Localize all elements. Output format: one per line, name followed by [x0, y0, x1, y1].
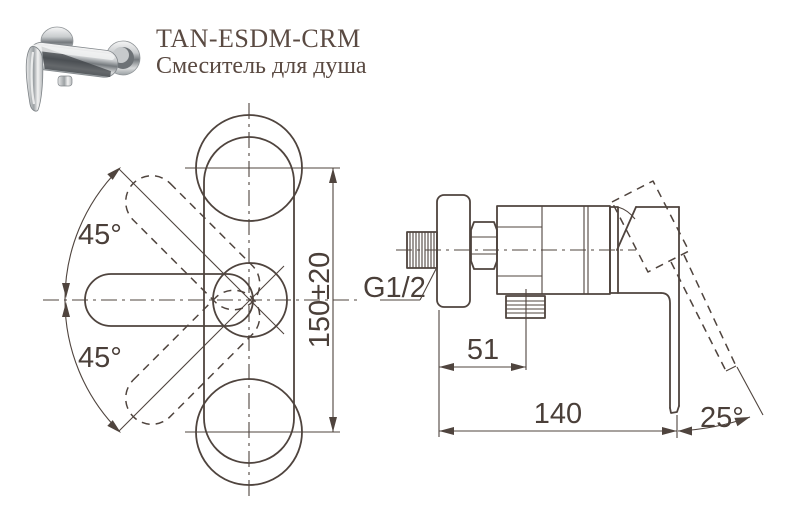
dim-arrow [511, 363, 526, 371]
ray-lower-45 [118, 265, 285, 432]
dim-arrow [662, 427, 677, 435]
hex-nut [470, 221, 498, 270]
handle-hub [212, 262, 288, 338]
lever-tip [725, 365, 737, 372]
arc-arrow-mid-lower [62, 302, 70, 317]
handle-front [84, 273, 254, 327]
product-name: Смеситель для душа [156, 53, 367, 80]
length-label: 140 [534, 398, 582, 430]
dim-arrow [439, 427, 454, 435]
angle-upper-label: 45° [78, 219, 122, 251]
handle-side-dashed [611, 180, 690, 273]
product-code: TAN-ESDM-CRM [156, 24, 361, 53]
angle-arrow [678, 426, 692, 436]
faucet-body-front [203, 136, 295, 464]
title-block: TAN-ESDM-CRM Смеситель для душа [156, 24, 367, 80]
handle-lever-dashed [683, 254, 737, 367]
handle-angle-label: 25° [700, 402, 744, 434]
faucet-photo-shapes [25, 26, 141, 112]
arc-arrow-mid-upper [62, 283, 70, 298]
wall-plate [436, 194, 471, 308]
mount-distance-label: 150±20 [304, 252, 336, 349]
dim-arrow [439, 363, 454, 371]
angle-lower-label: 45° [78, 342, 122, 374]
angle-arc [64, 168, 120, 432]
outlet-offset-label: 51 [467, 334, 499, 366]
handle-lever-dashed [670, 261, 727, 372]
thread-size-label: G1/2 [363, 272, 426, 304]
front-view-drawing: 45° 45° 150±20 [43, 103, 362, 500]
dim-arrow-down [329, 417, 337, 432]
angle-ref-line [736, 366, 764, 416]
dim-arrow-up [329, 168, 337, 183]
leader-line [419, 268, 437, 301]
inlet-thread-lines [409, 232, 435, 268]
handle-side-solid [616, 206, 680, 414]
arc-arrow-bottom [107, 420, 121, 433]
arc-arrow-top [107, 167, 121, 180]
angle-arrow [734, 417, 750, 427]
product-photo [25, 26, 141, 112]
side-view-drawing: G1/2 51 140 25° [363, 180, 764, 438]
ray-upper-45 [118, 168, 285, 335]
